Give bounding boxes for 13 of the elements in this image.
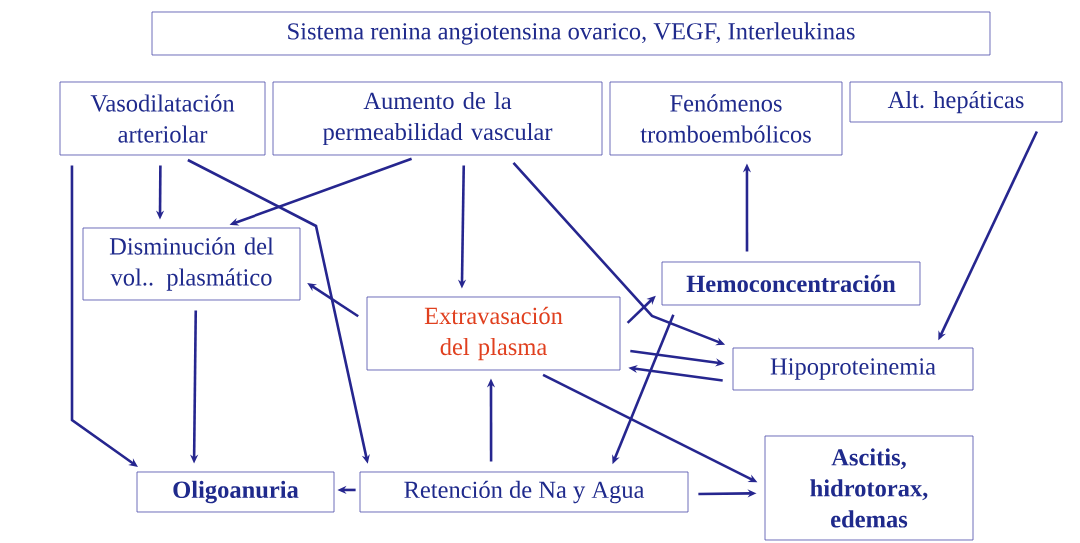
process-box: Extravasación del plasma xyxy=(366,296,621,371)
process-box: Aumento de la permeabilidad vascular xyxy=(272,81,603,156)
process-box: Fenómenos tromboembólicos xyxy=(609,81,843,156)
process-box: Oligoanuria xyxy=(136,471,335,513)
process-box: Hemoconcentración xyxy=(661,261,921,306)
process-box: Disminución del vol.. plasmático xyxy=(82,227,301,301)
process-box: Sistema renina angiotensina ovarico, VEGF, Interleukinas xyxy=(151,11,991,56)
process-box: Retención de Na y Agua xyxy=(359,471,689,513)
arrow xyxy=(70,165,138,467)
process-box: Ascitis, hidrotorax, edemas xyxy=(764,435,974,541)
process-box: Hipoproteinemia xyxy=(732,347,974,391)
process-box: Alt. hepáticas xyxy=(849,81,1063,123)
process-box: Vasodilatación arteriolar xyxy=(59,81,266,156)
